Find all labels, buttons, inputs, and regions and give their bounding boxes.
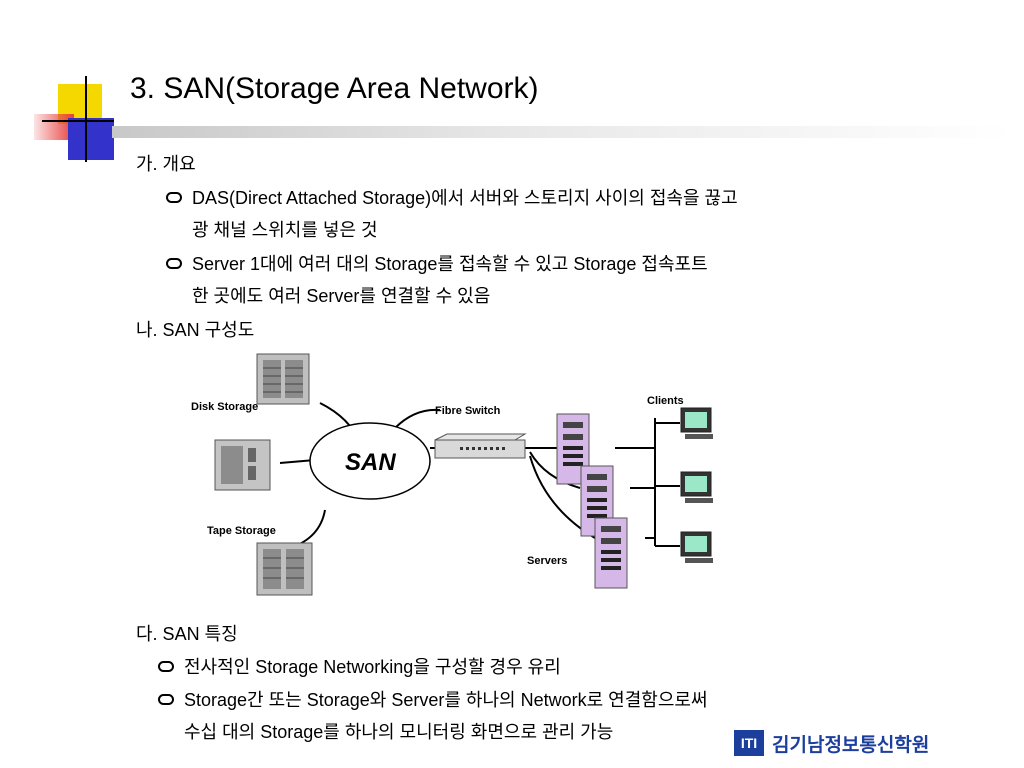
- decor-red-square: [34, 114, 74, 140]
- bullet-icon: [158, 660, 174, 672]
- decor-vertical-line: [85, 76, 87, 162]
- section-c-bullet-2-cont: 수십 대의 Storage를 하나의 모니터링 화면으로 관리 가능: [184, 722, 614, 742]
- bullet-icon: [166, 191, 182, 203]
- section-a-bullet-2-cont: 한 곳에도 여러 Server를 연결할 수 있음: [192, 286, 491, 306]
- slide-title: 3. SAN(Storage Area Network): [130, 72, 539, 105]
- client-monitor-1: [680, 407, 713, 439]
- servers-label: Servers: [527, 555, 567, 567]
- section-c-bullet-1: 전사적인 Storage Networking을 구성할 경우 유리: [158, 655, 561, 679]
- section-a-heading: 가. 개요: [136, 154, 196, 174]
- logo-text: 김기남정보통신학원: [772, 735, 930, 756]
- san-label: SAN: [345, 449, 396, 476]
- bullet-icon: [166, 257, 182, 269]
- bullet-text: DAS(Direct Attached Storage)에서 서버와 스토리지 …: [192, 188, 738, 208]
- server-unit-3: [594, 517, 628, 589]
- decor-blue-square: [68, 118, 114, 160]
- section-c-bullet-2: Storage간 또는 Storage와 Server를 하나의 Network…: [158, 688, 708, 712]
- client-monitor-2: [680, 471, 713, 503]
- san-cloud: [309, 422, 431, 500]
- client-monitor-3: [680, 531, 713, 563]
- footer-logo: ITI 김기남정보통신학원: [734, 726, 994, 760]
- bullet-text: Server 1대에 여러 대의 Storage를 접속할 수 있고 Stora…: [192, 254, 708, 274]
- section-c-heading: 다. SAN 특징: [136, 624, 238, 644]
- section-a-bullet-1: DAS(Direct Attached Storage)에서 서버와 스토리지 …: [166, 186, 738, 210]
- section-a-bullet-1-cont: 광 채널 스위치를 넣은 것: [192, 220, 378, 240]
- san-diagram: SAN Disk Storage Tape Storage: [191, 353, 713, 596]
- bullet-text: Storage간 또는 Storage와 Server를 하나의 Network…: [184, 690, 708, 710]
- bullet-icon: [158, 693, 174, 705]
- disk-storage-unit-2: [214, 439, 271, 491]
- logo-mark-icon: ITI: [734, 730, 764, 756]
- section-a-bullet-2: Server 1대에 여러 대의 Storage를 접속할 수 있고 Stora…: [166, 252, 708, 276]
- section-b-heading: 나. SAN 구성도: [136, 320, 255, 340]
- disk-storage-label: Disk Storage: [191, 401, 258, 413]
- tape-storage-label: Tape Storage: [207, 525, 276, 537]
- tape-storage-unit: [256, 542, 313, 596]
- bullet-text: 전사적인 Storage Networking을 구성할 경우 유리: [184, 657, 561, 677]
- title-underline: [112, 126, 1012, 138]
- fibre-switch-label: Fibre Switch: [435, 405, 501, 417]
- clients-label: Clients: [647, 395, 684, 407]
- fibre-switch: [434, 433, 527, 459]
- decor-horizontal-line: [42, 120, 114, 122]
- disk-storage-unit-1: [256, 353, 310, 405]
